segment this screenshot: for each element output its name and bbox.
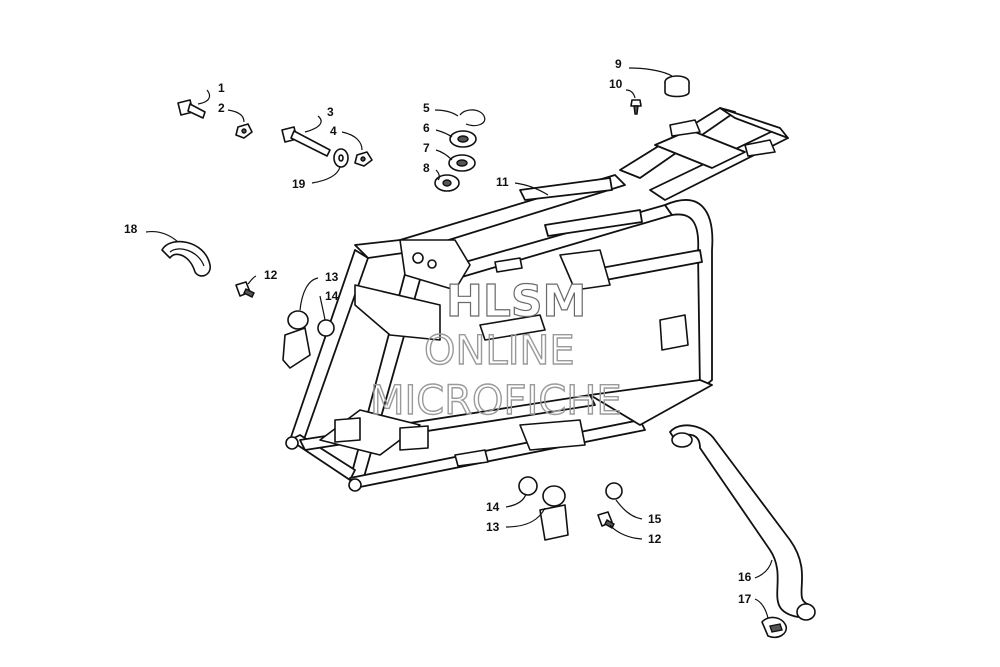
bolt-part-1 [177, 99, 206, 119]
washer-part-19 [333, 148, 349, 168]
mount-bracket-part-13-left [282, 310, 311, 369]
watermark-line-3: MICROFICHE [370, 378, 622, 424]
callout-11: 11 [496, 175, 509, 189]
callout-13-lower: 13 [486, 520, 500, 534]
watermark: HLSM ONLINE MICROFICHE [369, 275, 622, 424]
nut-part-4 [354, 151, 373, 167]
hose-part-16 [669, 424, 816, 621]
callout-7: 7 [423, 141, 430, 155]
callout-3: 3 [327, 105, 334, 119]
frame-assembly [285, 107, 789, 492]
callout-6: 6 [423, 121, 430, 135]
snap-ring-part-5 [459, 109, 486, 127]
callout-1: 1 [218, 81, 225, 95]
callout-5: 5 [423, 101, 430, 115]
callout-10: 10 [609, 77, 623, 91]
nut-part-2 [235, 123, 253, 139]
long-bolt-part-3 [281, 126, 331, 157]
bushing-part-14-lower [518, 476, 538, 496]
grommet-part-9 [664, 75, 690, 98]
callout-9: 9 [615, 57, 622, 71]
callout-19: 19 [292, 177, 306, 191]
watermark-line-1: HLSM [446, 276, 586, 327]
callout-14-left: 14 [325, 289, 339, 303]
leader-lines [145, 67, 773, 619]
screw-part-12-lower [597, 511, 615, 529]
callout-labels: 1 2 3 4 5 6 7 8 9 10 11 12 13 14 18 19 1… [124, 57, 752, 606]
bushing-part-15 [605, 482, 623, 500]
watermark-line-2: ONLINE [424, 328, 575, 374]
bushing-part-14-left [317, 319, 335, 337]
seal-part-8 [434, 174, 460, 192]
callout-16: 16 [738, 570, 752, 584]
callout-13-left: 13 [325, 270, 339, 284]
callout-8: 8 [423, 161, 430, 175]
screw-part-10 [630, 99, 642, 115]
mount-bracket-part-13-lower [539, 485, 569, 541]
bearing-part-7 [448, 154, 476, 172]
callout-2: 2 [218, 101, 225, 115]
clamp-band-part-18 [161, 240, 211, 277]
hose-clamp-part-17 [761, 616, 788, 639]
callout-14-lower: 14 [486, 500, 500, 514]
callout-18: 18 [124, 222, 138, 236]
callout-12-lower: 12 [648, 532, 662, 546]
callout-12-upper: 12 [264, 268, 278, 282]
callout-17: 17 [738, 592, 752, 606]
callout-15: 15 [648, 512, 662, 526]
callout-4: 4 [330, 124, 337, 138]
screw-part-12-upper [235, 281, 255, 298]
bearing-part-6 [449, 130, 477, 148]
